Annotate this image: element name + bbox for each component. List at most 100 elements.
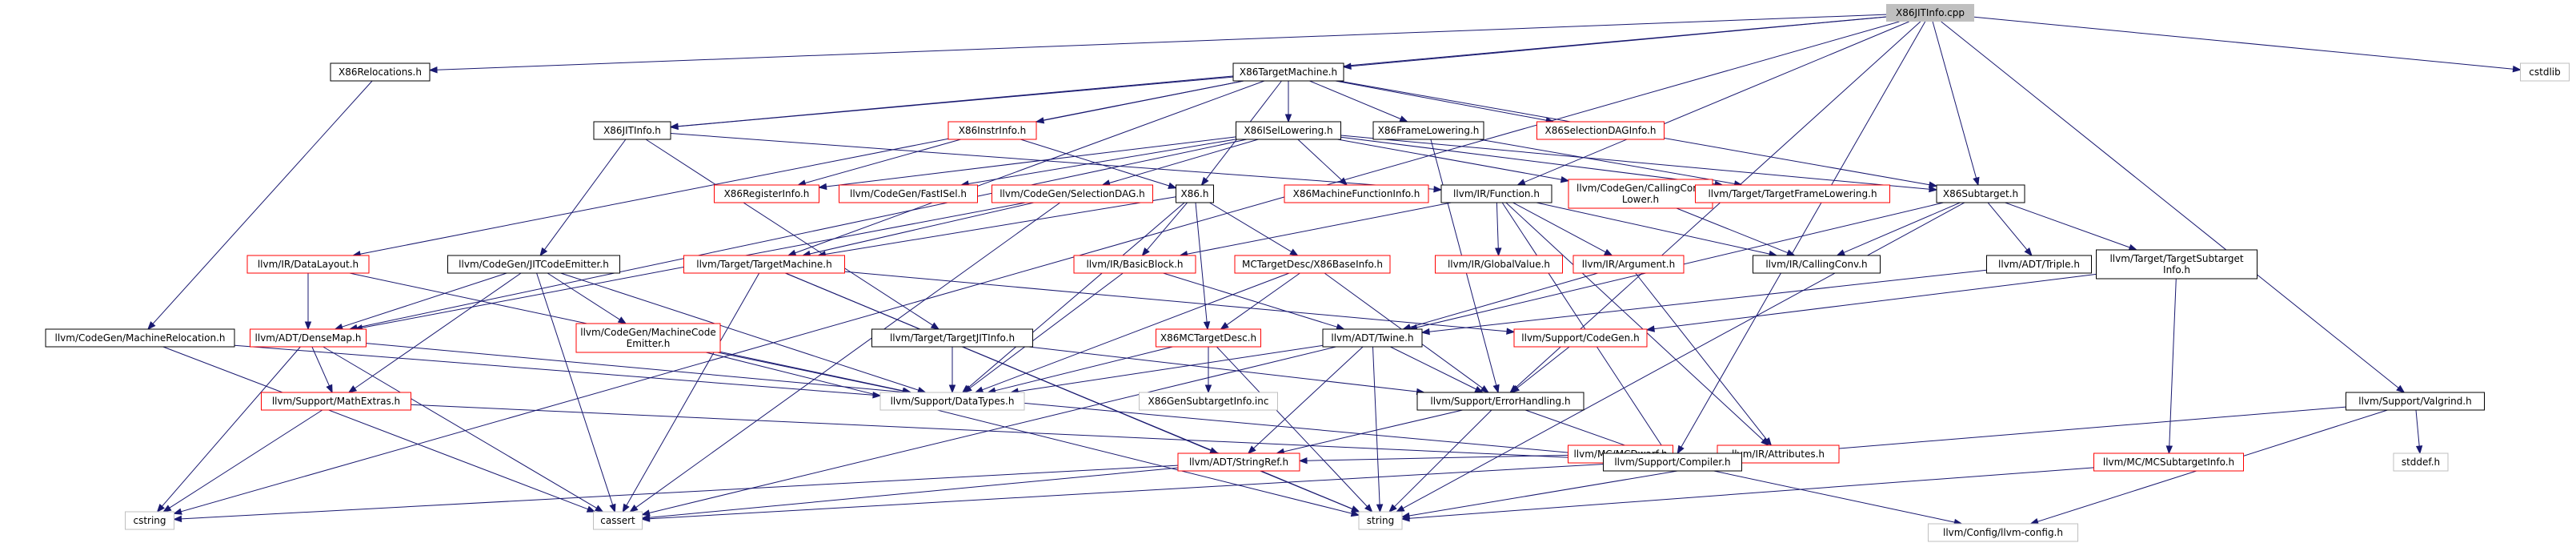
node-valgrind[interactable]: llvm/Support/Valgrind.h bbox=[2346, 392, 2485, 411]
node-cassert-label: cassert bbox=[600, 515, 635, 526]
node-string-label: string bbox=[1367, 515, 1394, 526]
arrowhead bbox=[2396, 384, 2406, 393]
arrowhead bbox=[173, 515, 182, 523]
node-support_codegen[interactable]: llvm/Support/CodeGen.h bbox=[1513, 328, 1648, 348]
node-basicblock[interactable]: llvm/IR/BasicBlock.h bbox=[1073, 255, 1196, 274]
arrowhead bbox=[1506, 328, 1516, 335]
node-x86selectiondaginfo-box bbox=[1536, 121, 1665, 140]
node-x86framelowering[interactable]: X86FrameLowering.h bbox=[1372, 121, 1484, 140]
edge-function-to-argument bbox=[1512, 202, 1613, 256]
node-selectiondag[interactable]: llvm/CodeGen/SelectionDAG.h bbox=[992, 184, 1153, 203]
edge-x86mctargetdesc-to-x86gensubtargetinfo bbox=[1204, 347, 1212, 394]
arrowhead bbox=[1836, 249, 1846, 256]
node-x86gensubtargetinfo-box bbox=[1139, 392, 1278, 411]
arrowhead bbox=[1480, 385, 1490, 393]
node-targetjitinfo[interactable]: llvm/Target/TargetJITInfo.h bbox=[871, 328, 1033, 348]
edge-x86baseinfo-to-datatypes bbox=[974, 272, 1290, 393]
node-targetframelowering[interactable]: llvm/Target/TargetFrameLowering.h bbox=[1695, 184, 1890, 203]
arrowhead bbox=[1677, 444, 1685, 455]
node-datatypes-box bbox=[879, 392, 1025, 411]
node-machinerelocation-box bbox=[45, 328, 235, 348]
node-densemap[interactable]: llvm/ADT/DenseMap.h bbox=[250, 328, 367, 348]
node-machinecodeemitter-label: llvm/CodeGen/MachineCode bbox=[580, 327, 716, 338]
node-cstdlib-box bbox=[2520, 62, 2570, 82]
edge-x86jitinfo-to-function bbox=[670, 133, 1443, 193]
node-attributes-label: llvm/IR/Attributes.h bbox=[1732, 448, 1825, 460]
node-mathextras[interactable]: llvm/Support/MathExtras.h bbox=[261, 392, 411, 411]
node-function[interactable]: llvm/IR/Function.h bbox=[1440, 184, 1552, 203]
node-x86mctargetdesc[interactable]: X86MCTargetDesc.h bbox=[1156, 328, 1261, 348]
arrowhead bbox=[347, 385, 358, 393]
node-x86registerinfo[interactable]: X86RegisterInfo.h bbox=[714, 184, 819, 203]
node-globalvalue-label: llvm/IR/GlobalValue.h bbox=[1448, 259, 1550, 270]
node-x86relocations-box bbox=[330, 62, 431, 82]
node-globalvalue[interactable]: llvm/IR/GlobalValue.h bbox=[1435, 255, 1563, 274]
node-x86subtarget[interactable]: X86Subtarget.h bbox=[1936, 184, 2025, 203]
arrowhead bbox=[669, 123, 679, 131]
arrowhead bbox=[609, 503, 616, 513]
edge-jitcodeemitter-to-machinecodeemitter bbox=[547, 272, 627, 324]
node-x86isellowering[interactable]: X86ISelLowering.h bbox=[1236, 121, 1341, 140]
node-x86gensubtargetinfo-label: X86GenSubtargetInfo.inc bbox=[1148, 396, 1269, 407]
node-x86framelowering-box bbox=[1372, 121, 1484, 140]
node-machinerelocation[interactable]: llvm/CodeGen/MachineRelocation.h bbox=[45, 328, 235, 348]
edge-triple-to-twine bbox=[1420, 269, 1987, 336]
node-stringref[interactable]: llvm/ADT/StringRef.h bbox=[1177, 452, 1300, 472]
node-machinefunctioninfo-box bbox=[1284, 184, 1429, 203]
node-x86targetmachine[interactable]: X86TargetMachine.h bbox=[1232, 62, 1344, 82]
node-errorhandling[interactable]: llvm/Support/ErrorHandling.h bbox=[1416, 392, 1584, 411]
node-mcsubtargetinfo[interactable]: llvm/MC/MCSubtargetInfo.h bbox=[2093, 452, 2244, 472]
edge-x86targetmachine-to-x86selectiondaginfo bbox=[1335, 80, 1555, 124]
node-cstring-box bbox=[125, 511, 174, 530]
edge-x86jitinfo-to-targetjitinfo bbox=[645, 139, 940, 330]
node-densemap-box bbox=[250, 328, 367, 348]
edge-argument-to-twine bbox=[1401, 272, 1598, 331]
node-x86baseinfo[interactable]: MCTargetDesc/X86BaseInfo.h bbox=[1234, 255, 1391, 274]
arrowhead bbox=[1298, 457, 1308, 465]
node-x86selectiondaginfo[interactable]: X86SelectionDAGInfo.h bbox=[1536, 121, 1665, 140]
node-machinefunctioninfo[interactable]: X86MachineFunctionInfo.h bbox=[1284, 184, 1429, 203]
arrowhead bbox=[1342, 62, 1352, 70]
node-basicblock-label: llvm/IR/BasicBlock.h bbox=[1086, 259, 1183, 270]
node-root[interactable]: X86JITInfo.cpp bbox=[1886, 4, 1974, 22]
edge-targetsubtargetinfo-to-support_codegen bbox=[1645, 273, 2097, 332]
arrowhead bbox=[326, 384, 333, 394]
node-x86jitinfo[interactable]: X86JITInfo.h bbox=[593, 121, 671, 140]
node-targetmachine[interactable]: llvm/Target/TargetMachine.h bbox=[683, 255, 845, 274]
node-triple[interactable]: llvm/ADT/Triple.h bbox=[1986, 255, 2092, 274]
node-fastisel-label: llvm/CodeGen/FastISel.h bbox=[850, 188, 967, 199]
node-argument[interactable]: llvm/IR/Argument.h bbox=[1572, 255, 1685, 274]
node-callingconv-label: llvm/IR/CallingConv.h bbox=[1765, 259, 1867, 270]
node-x86instrinfo[interactable]: X86InstrInfo.h bbox=[947, 121, 1037, 140]
node-datalayout[interactable]: llvm/IR/DataLayout.h bbox=[246, 255, 370, 274]
node-twine[interactable]: llvm/ADT/Twine.h bbox=[1322, 328, 1423, 348]
node-x86subtarget-label: X86Subtarget.h bbox=[1943, 188, 2018, 199]
edge-x86targetmachine-to-targetmachine bbox=[787, 80, 1265, 256]
arrowhead bbox=[1395, 505, 1405, 513]
node-datatypes: llvm/Support/DataTypes.h bbox=[879, 392, 1025, 411]
node-fastisel[interactable]: llvm/CodeGen/FastISel.h bbox=[839, 184, 978, 203]
edge-x86jitinfo-to-jitcodeemitter bbox=[539, 139, 627, 257]
edge-root-to-cstring bbox=[173, 21, 1900, 515]
node-callingconv[interactable]: llvm/IR/CallingConv.h bbox=[1753, 255, 1881, 274]
edge-targetsubtargetinfo-to-mcsubtargetinfo bbox=[2165, 278, 2177, 455]
node-valgrind-label: llvm/Support/Valgrind.h bbox=[2358, 396, 2471, 407]
arrowhead bbox=[1399, 115, 1408, 123]
node-targetsubtargetinfo-box bbox=[2096, 249, 2258, 280]
node-jitcodeemitter[interactable]: llvm/CodeGen/JITCodeEmitter.h bbox=[447, 255, 620, 274]
arrowhead bbox=[1289, 248, 1299, 256]
arrowhead bbox=[787, 249, 797, 256]
arrowhead bbox=[1364, 504, 1373, 513]
node-root-label: X86JITInfo.cpp bbox=[1896, 7, 1965, 18]
node-compiler[interactable]: llvm/Support/Compiler.h bbox=[1603, 452, 1742, 472]
node-x86relocations[interactable]: X86Relocations.h bbox=[330, 62, 431, 82]
arrowhead bbox=[173, 508, 182, 515]
node-x86registerinfo-box bbox=[714, 184, 819, 203]
node-x86h[interactable]: X86.h bbox=[1176, 184, 1214, 203]
arrowhead bbox=[2415, 445, 2423, 455]
